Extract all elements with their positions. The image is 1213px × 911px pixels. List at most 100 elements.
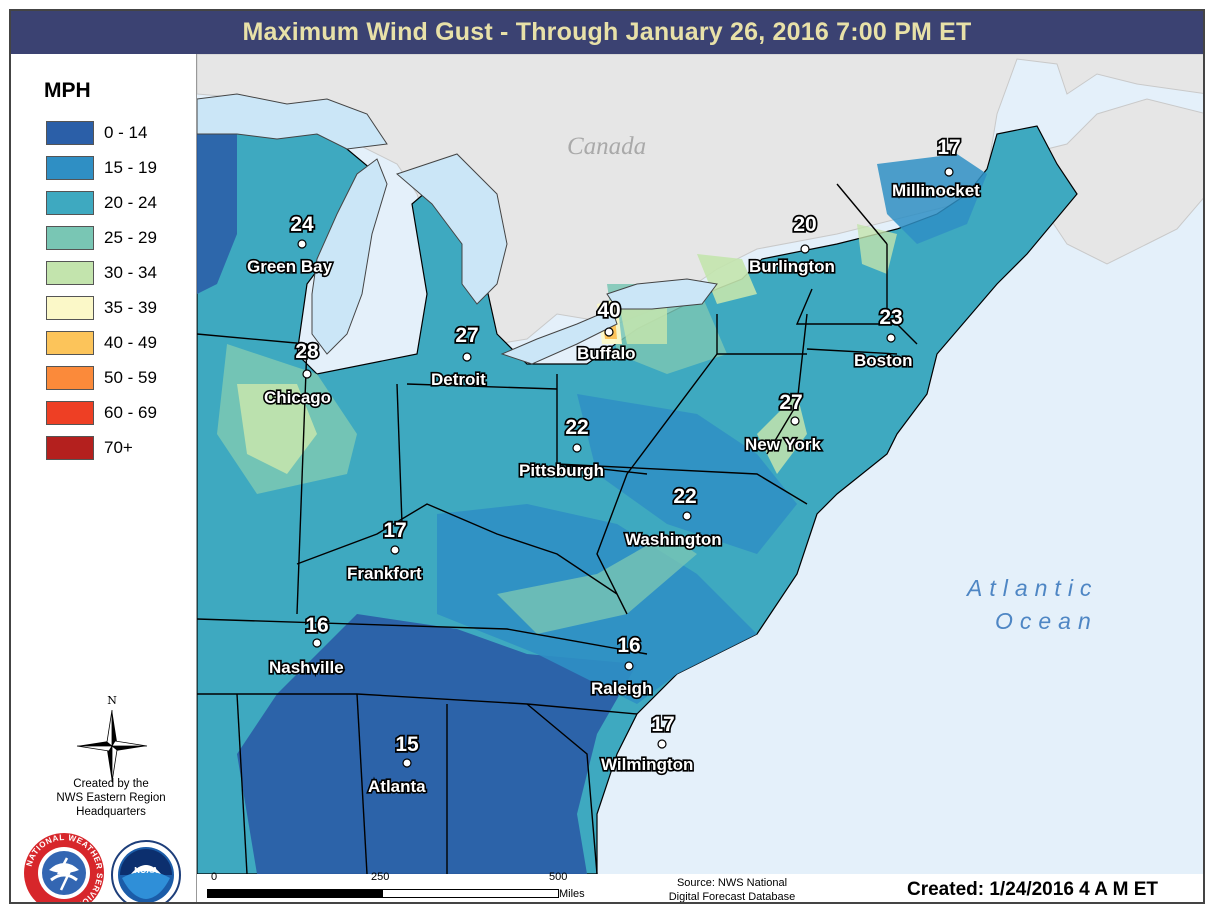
legend-swatch — [46, 331, 94, 355]
legend-swatch — [46, 261, 94, 285]
city-name: Detroit — [431, 370, 486, 389]
legend-item: 25 - 29 — [46, 224, 186, 252]
noaa-logo-text: NOAA — [134, 866, 158, 875]
city-millinocket: 17 Millinocket — [890, 134, 981, 201]
wind-zone-25-29 — [497, 534, 697, 634]
atlantic-label: Atlantic — [965, 575, 1098, 601]
legend-panel: MPH 0 - 14 15 - 19 20 - 24 25 - 29 30 - 34 35… — [11, 54, 197, 902]
city-green-bay: 24 Green Bay — [245, 211, 334, 277]
city-marker — [944, 167, 954, 177]
city-name: Pittsburgh — [519, 461, 604, 480]
legend-label: 60 - 69 — [104, 403, 157, 422]
city-marker — [302, 369, 312, 379]
legend-label: 20 - 24 — [104, 193, 157, 212]
legend-unit: MPH — [44, 79, 91, 102]
scale-bar-segment — [208, 890, 383, 897]
scale-tick-label: 250 — [371, 871, 390, 883]
city-name: Atlanta — [368, 777, 426, 796]
wind-zone-0-14 — [197, 124, 237, 294]
scale-tick-label: 500 — [549, 871, 568, 883]
source-line: Source: NWS National — [676, 877, 788, 889]
nws-logo-icon: NATIONAL WEATHER SERVICE — [24, 833, 104, 902]
city-name: Washington — [625, 530, 722, 549]
city-name: Wilmington — [601, 755, 693, 774]
city-boston: 23 Boston — [852, 304, 914, 371]
lake-erie — [500, 308, 618, 365]
city-wilmington: 17 Wilmington — [599, 711, 695, 775]
map-title: Maximum Wind Gust - Through January 26, … — [11, 11, 1203, 54]
legend-label: 0 - 14 — [104, 123, 148, 142]
city-marker — [800, 244, 810, 254]
city-marker — [657, 739, 667, 749]
city-value: 23 — [879, 306, 902, 329]
city-name: Millinocket — [892, 181, 980, 200]
city-name: Frankfort — [347, 564, 422, 583]
legend-label: 30 - 34 — [104, 263, 157, 282]
city-marker — [402, 758, 412, 768]
city-marker — [886, 333, 896, 343]
city-value: 22 — [565, 416, 588, 439]
noaa-logo-icon: NOAA — [111, 840, 181, 902]
city-name: Boston — [854, 351, 913, 370]
compass-north-label: N — [107, 694, 117, 707]
credit-line: NWS Eastern Region — [56, 792, 166, 804]
legend-label: 25 - 29 — [104, 228, 157, 247]
legend-swatch — [46, 226, 94, 250]
city-buffalo: 40 Buffalo — [575, 297, 637, 364]
legend-item: 0 - 14 — [46, 119, 186, 147]
city-burlington: 20 Burlington — [747, 211, 836, 277]
city-atlanta: 15 Atlanta — [366, 731, 427, 797]
city-value: 20 — [793, 213, 816, 236]
credit-line: Created by the — [73, 778, 149, 790]
state-borders — [197, 183, 918, 874]
city-value: 15 — [395, 733, 419, 756]
scale-bar — [207, 889, 559, 898]
legend-label: 15 - 19 — [104, 158, 157, 177]
maritime-provinces — [996, 98, 1203, 265]
wind-zone-30-34 — [237, 384, 317, 474]
legend-label: 40 - 49 — [104, 333, 157, 352]
canada-label: Canada — [567, 133, 646, 160]
legend-item: 50 - 59 — [46, 364, 186, 392]
city-value: 16 — [617, 634, 640, 657]
city-new-york: 27 New York — [743, 389, 823, 455]
source-text: Source: NWS National Digital Forecast Da… — [647, 876, 817, 903]
north-arrow-icon: N — [76, 694, 148, 783]
city-chicago: 28 Chicago — [262, 338, 332, 408]
lake-huron — [396, 153, 508, 305]
map-footer: 0 250 500 Miles Source: NWS National Dig… — [197, 871, 1203, 903]
legend-swatch — [46, 121, 94, 145]
lake-michigan — [311, 158, 388, 355]
legend-swatch — [46, 296, 94, 320]
legend-label: 35 - 39 — [104, 298, 157, 317]
city-name: Burlington — [749, 257, 835, 276]
city-value: 27 — [455, 324, 478, 347]
legend-swatch — [46, 366, 94, 390]
city-name: Raleigh — [591, 679, 652, 698]
legend-item: 15 - 19 — [46, 154, 186, 182]
legend-label: 70+ — [104, 438, 133, 457]
legend-item: 20 - 24 — [46, 189, 186, 217]
city-name: Chicago — [264, 388, 331, 407]
city-marker — [624, 661, 634, 671]
city-marker — [297, 239, 307, 249]
created-timestamp: Created: 1/24/2016 4 A M ET — [907, 879, 1158, 900]
city-value: 17 — [383, 519, 406, 542]
ocean-label: Ocean — [995, 608, 1098, 634]
city-value: 40 — [597, 299, 620, 322]
lake-superior — [197, 93, 388, 150]
city-detroit: 27 Detroit — [429, 322, 487, 390]
city-value: 17 — [651, 713, 674, 736]
credit-text: Created by the NWS Eastern Region Headqu… — [16, 777, 206, 819]
city-value: 17 — [937, 136, 960, 159]
city-marker — [790, 416, 800, 426]
city-pittsburgh: 22 Pittsburgh — [517, 414, 605, 481]
city-washington: 22 Washington — [623, 483, 723, 550]
legend-item: 60 - 69 — [46, 399, 186, 427]
source-line: Digital Forecast Database — [668, 891, 796, 903]
legend-swatch — [46, 156, 94, 180]
legend-item: 70+ — [46, 434, 186, 462]
city-value: 28 — [295, 340, 319, 363]
city-name: Nashville — [269, 658, 344, 677]
legend-label: 50 - 59 — [104, 368, 157, 387]
